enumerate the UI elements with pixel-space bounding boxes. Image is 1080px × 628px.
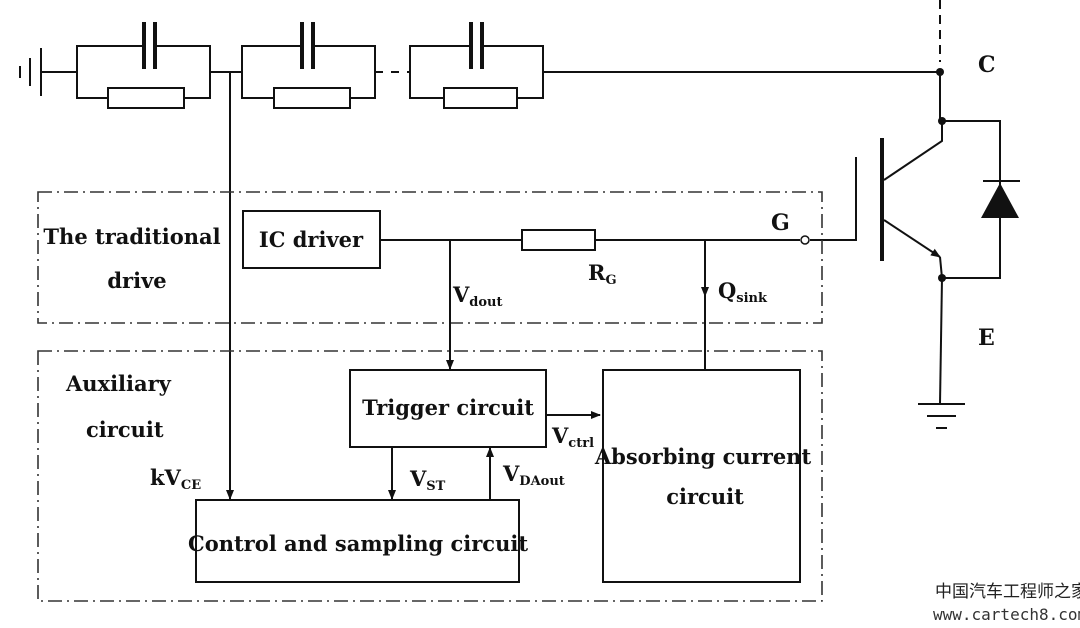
qsink-label: Qsink	[718, 278, 768, 306]
ground-symbol-right	[918, 277, 965, 429]
ground-symbol-left	[19, 48, 42, 96]
diode-symbol	[981, 180, 1020, 218]
collector-label: C	[978, 52, 996, 78]
absorbing-current-block	[602, 369, 801, 583]
traditional-drive-label-2: drive	[107, 268, 166, 293]
emitter-label: E	[978, 325, 995, 351]
vst-label: VST	[409, 466, 446, 494]
rc-stage-2	[241, 22, 376, 109]
absorbing-current-label-2: circuit	[666, 484, 744, 509]
rc-stage-1	[76, 22, 211, 109]
rc-stage-n	[409, 22, 544, 109]
traditional-drive-label: The traditional	[43, 224, 220, 249]
igbt-symbol	[800, 72, 1001, 282]
ic-driver-label: IC driver	[259, 227, 364, 252]
resistor	[107, 87, 185, 109]
rg-label: RG	[588, 260, 617, 288]
resistor	[273, 87, 351, 109]
watermark-url: www.cartech8.com	[933, 605, 1080, 624]
resistor	[443, 87, 518, 109]
control-sampling-block	[195, 499, 520, 583]
absorbing-current-label: Absorbing current	[594, 444, 812, 469]
gate-label: G	[771, 210, 790, 236]
gate-terminal	[800, 235, 810, 245]
auxiliary-label: Auxiliary	[65, 371, 172, 396]
trigger-circuit-block	[349, 369, 547, 448]
vdout-label: Vdout	[452, 282, 503, 310]
watermark-cn: 中国汽车工程师之家	[935, 582, 1080, 602]
vctrl-label: Vctrl	[551, 423, 594, 451]
auxiliary-label-2: circuit	[86, 417, 164, 442]
control-sampling-label: Control and sampling circuit	[188, 531, 528, 556]
auxiliary-circuit-region	[37, 350, 823, 602]
kvce-label: kVCE	[150, 465, 201, 493]
traditional-drive-region	[37, 191, 823, 324]
trigger-circuit-label: Trigger circuit	[362, 395, 534, 420]
gate-resistor	[521, 229, 596, 251]
vdaout-label: VDAout	[502, 461, 565, 489]
